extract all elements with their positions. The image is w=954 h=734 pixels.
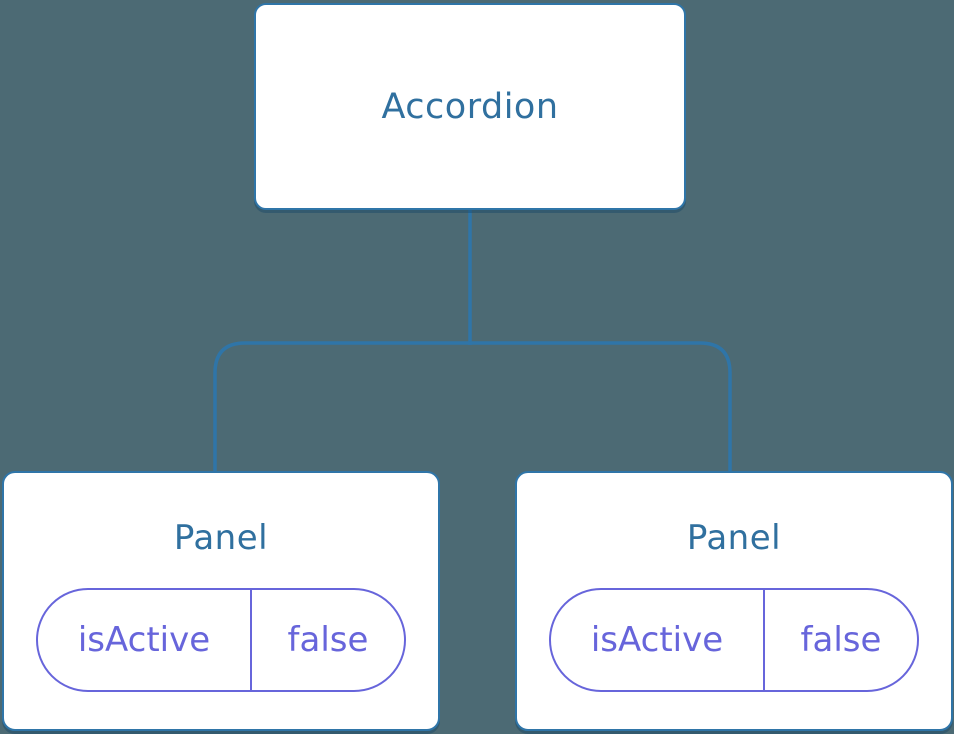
tree-node-accordion: Accordion xyxy=(254,3,686,210)
state-pill: isActive false xyxy=(36,588,406,692)
tree-node-panel-right: Panel isActive false xyxy=(515,471,953,731)
state-value: false xyxy=(287,620,369,660)
panel-node-label: Panel xyxy=(686,518,782,558)
connector-branch-bracket xyxy=(213,341,732,471)
state-key: isActive xyxy=(551,590,765,690)
accordion-node-label: Accordion xyxy=(381,86,559,127)
state-key: isActive xyxy=(38,590,252,690)
state-value: false xyxy=(800,620,882,660)
tree-node-panel-left: Panel isActive false xyxy=(2,471,440,731)
panel-node-label: Panel xyxy=(173,518,269,558)
state-pill: isActive false xyxy=(549,588,919,692)
